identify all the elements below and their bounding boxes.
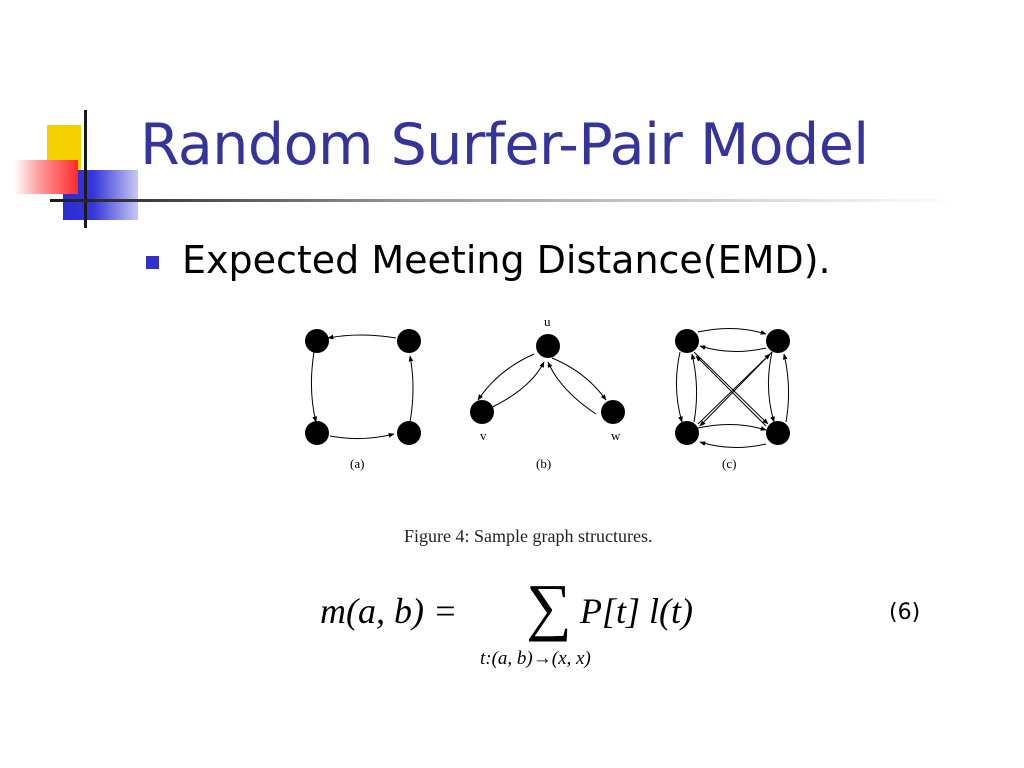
graph-c-node-tr — [766, 329, 790, 353]
graph-b-node-w — [601, 400, 625, 424]
graph-b-node-u-label: u — [544, 314, 551, 329]
graph-a-node-tl — [305, 329, 329, 353]
edge-c7 — [767, 351, 775, 423]
graph-c-node-br — [766, 421, 790, 445]
graph-c-label: (c) — [722, 456, 736, 471]
graph-figure: (a) u v w (b) (c) — [305, 314, 790, 471]
graph-c-node-tl — [675, 329, 699, 353]
edge-c2 — [699, 345, 767, 353]
edge-c3 — [697, 423, 767, 431]
logo-red-square — [14, 160, 78, 194]
figure-caption: Figure 4: Sample graph structures. — [404, 526, 653, 546]
title-underline — [50, 199, 960, 202]
logo-vertical-line — [84, 110, 87, 228]
edge-c9 — [693, 351, 769, 425]
slide-title: Random Surfer-Pair Model — [140, 112, 869, 178]
edge-c4 — [699, 441, 767, 449]
graph-b-node-u — [536, 334, 560, 358]
graph-b-label: (b) — [536, 456, 551, 471]
graph-b-node-w-label: w — [611, 428, 621, 443]
edge-c10 — [695, 355, 767, 427]
formula-lhs: m(a, b) = — [320, 591, 458, 631]
graph-a: (a) — [305, 329, 421, 471]
formula-rhs: P[t] l(t) — [580, 591, 693, 631]
equation-number: (6) — [889, 600, 921, 625]
graph-a-label: (a) — [350, 456, 364, 471]
graph-b-node-v-label: v — [480, 428, 487, 443]
formula-sigma: ∑ — [526, 571, 572, 642]
edge-b3 — [551, 357, 607, 401]
bullet-text: Expected Meeting Distance(EMD). — [182, 238, 831, 282]
graph-b: u v w (b) — [470, 314, 625, 471]
graph-b-node-v — [470, 400, 494, 424]
graph-a-node-tr — [397, 329, 421, 353]
edge-a2 — [310, 351, 318, 423]
edge-c12 — [697, 353, 771, 425]
edge-a3 — [329, 432, 395, 440]
edge-c6 — [690, 353, 698, 423]
formula-subscript: t:(a, b)→(x, x) — [480, 648, 591, 669]
edge-c5 — [675, 351, 683, 423]
edge-b4 — [547, 361, 597, 415]
edge-b1 — [477, 353, 535, 401]
graph-c: (c) — [675, 327, 790, 471]
edge-b2 — [485, 361, 545, 411]
graph-a-node-bl — [305, 421, 329, 445]
bullet-item: Expected Meeting Distance(EMD). — [146, 238, 831, 282]
graph-a-node-br — [397, 421, 421, 445]
edge-c8 — [782, 353, 790, 423]
emd-formula: m(a, b) = ∑ P[t] l(t) t:(a, b)→(x, x) — [320, 571, 720, 680]
bullet-marker — [146, 255, 159, 269]
edge-a1 — [327, 334, 397, 340]
graph-c-node-bl — [675, 421, 699, 445]
edge-c1 — [697, 327, 767, 335]
edge-a4 — [408, 355, 414, 423]
